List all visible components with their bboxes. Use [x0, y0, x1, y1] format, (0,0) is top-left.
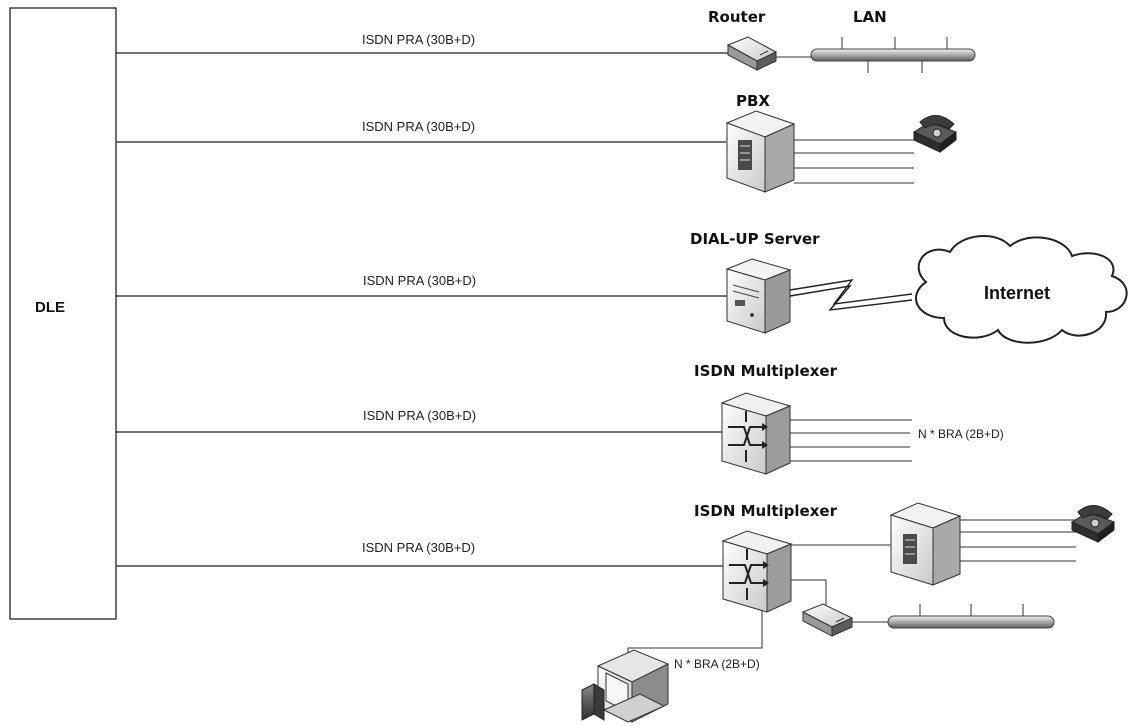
- lan-bus-icon-2: [887, 604, 1055, 629]
- pra-link-2: ISDN PRA (30B+D): [116, 119, 726, 143]
- dialup-server-icon: [725, 258, 792, 334]
- router-label: Router: [708, 8, 766, 26]
- lan-bus-icon: [810, 37, 976, 73]
- internet-cloud-icon: Internet: [915, 234, 1128, 344]
- bra-label-2: N * BRA (2B+D): [674, 657, 760, 671]
- telephone-icon-2: [1070, 505, 1116, 543]
- multiplexer-icon-2: [721, 530, 793, 613]
- pra-label: ISDN PRA (30B+D): [362, 540, 475, 555]
- multiplexer-icon: [720, 392, 792, 475]
- dle-label: DLE: [35, 299, 65, 316]
- router-icon-2: [801, 603, 854, 637]
- bra-label: N * BRA (2B+D): [918, 427, 1004, 441]
- lan-label: LAN: [853, 8, 887, 26]
- pra-label: ISDN PRA (30B+D): [363, 273, 476, 288]
- pra-label: ISDN PRA (30B+D): [362, 119, 475, 134]
- telephone-icon: [912, 115, 958, 153]
- dle-box: DLE: [9, 7, 117, 620]
- dialup-server-label: DIAL-UP Server: [690, 230, 820, 248]
- pra-link-5: ISDN PRA (30B+D): [116, 540, 723, 567]
- pra-link-4: ISDN PRA (30B+D): [116, 408, 722, 433]
- internet-label: Internet: [984, 283, 1050, 303]
- pbx-server-icon-2: [889, 502, 962, 586]
- wireless-link-icon: [789, 279, 913, 311]
- pra-label: ISDN PRA (30B+D): [363, 408, 476, 423]
- pra-link-1: ISDN PRA (30B+D): [116, 32, 730, 54]
- pbx-label: PBX: [736, 92, 770, 110]
- pra-link-3: ISDN PRA (30B+D): [116, 273, 727, 297]
- pra-label: ISDN PRA (30B+D): [362, 32, 475, 47]
- pbx-server-icon: [725, 110, 796, 193]
- workstation-icon: [581, 649, 670, 723]
- multiplexer-label-2: ISDN Multiplexer: [694, 502, 838, 520]
- multiplexer-label: ISDN Multiplexer: [694, 362, 838, 380]
- router-icon: [726, 36, 778, 71]
